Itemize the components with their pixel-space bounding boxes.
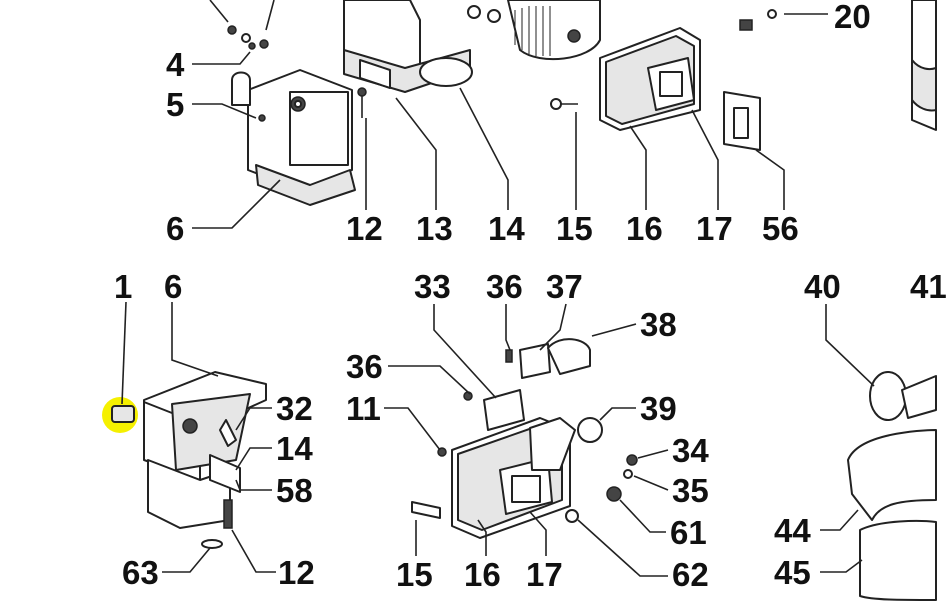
callout-56: 56: [762, 210, 799, 247]
callout-40: 40: [804, 268, 841, 305]
callout-16-top: 16: [626, 210, 663, 247]
callout-17-top: 17: [696, 210, 733, 247]
callout-45: 45: [774, 554, 811, 591]
callout-36-mid: 36: [346, 348, 383, 385]
callout-34: 34: [672, 432, 709, 469]
callout-1: 1: [114, 268, 133, 305]
callout-11: 11: [346, 390, 381, 427]
leader-lines: [121, 13, 875, 577]
filter-box-top: [550, 27, 761, 151]
callout-5: 5: [166, 86, 185, 123]
callout-62: 62: [672, 556, 709, 593]
hoses-bottom-right: [847, 371, 937, 601]
callout-4: 4: [166, 46, 185, 83]
callout-16-bottom: 16: [464, 556, 501, 593]
callout-6-bottom: 6: [164, 268, 183, 305]
callout-41: 41: [910, 268, 947, 305]
callout-14-top: 14: [488, 210, 525, 247]
callout-32: 32: [276, 390, 313, 427]
bracket-top: [343, 0, 473, 118]
callout-33: 33: [414, 268, 451, 305]
screw-set-top-left: [209, 0, 275, 50]
filter-box-bottom: [411, 338, 638, 539]
callout-58: 58: [276, 472, 313, 509]
callout-15-bottom: 15: [396, 556, 433, 593]
air-filter-top: [467, 0, 601, 61]
callout-36-top: 36: [486, 268, 523, 305]
callout-17-bottom: 17: [526, 556, 563, 593]
callout-39: 39: [640, 390, 677, 427]
callout-12-top: 12: [346, 210, 383, 247]
callout-13: 13: [416, 210, 453, 247]
muffler-top: [231, 69, 356, 206]
callout-44: 44: [774, 512, 811, 549]
callout-15-top: 15: [556, 210, 593, 247]
callout-61: 61: [670, 514, 707, 551]
callout-12-bottom: 12: [278, 554, 315, 591]
muffler-bottom: [102, 371, 267, 549]
callout-6-top: 6: [166, 210, 185, 247]
callout-63: 63: [122, 554, 159, 591]
callout-20: 20: [834, 0, 871, 35]
callout-35: 35: [672, 472, 709, 509]
screws-top-right: [739, 0, 937, 131]
callout-14-bottom: 14: [276, 430, 313, 467]
callout-37: 37: [546, 268, 583, 305]
callout-38: 38: [640, 306, 677, 343]
